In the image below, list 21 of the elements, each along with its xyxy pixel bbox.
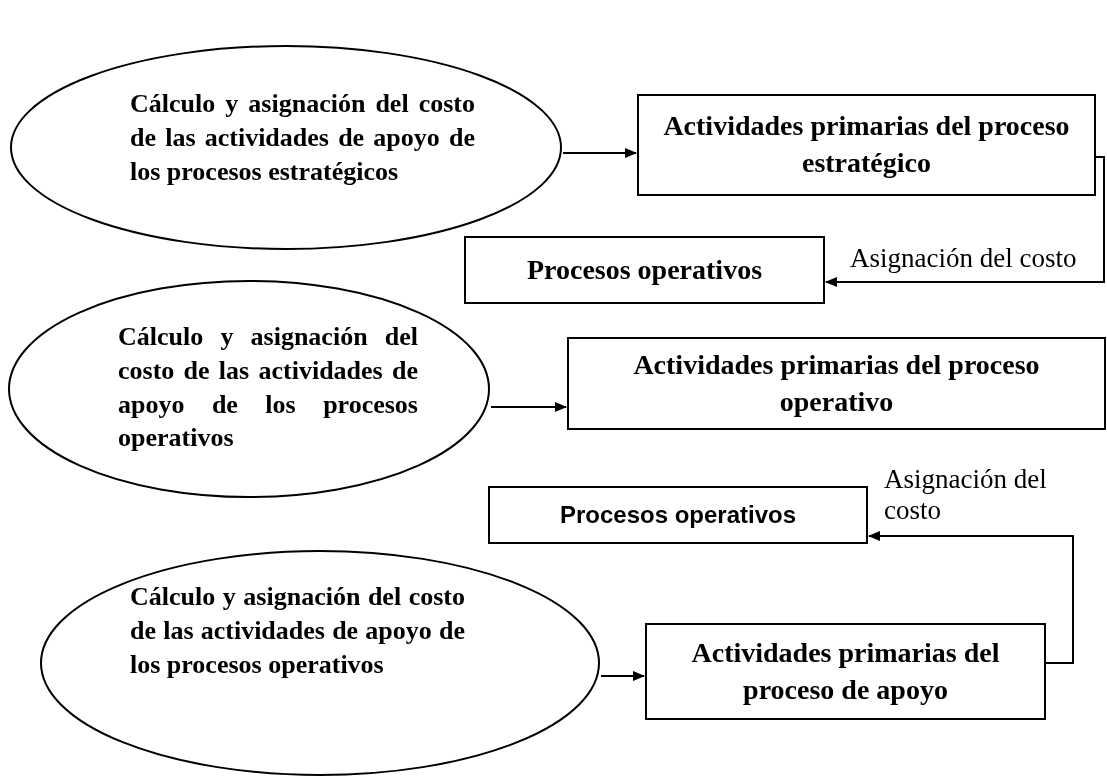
arrow (825, 156, 1105, 287)
process-ellipse (40, 550, 600, 776)
node-text: Cálculo y asignación del costo de las actividades de apoyo de los procesos operativos (130, 581, 465, 681)
node-text: Actividades primarias del proceso estratégico (662, 109, 1071, 180)
node-text: Cálculo y asignación del costo de las actividades de apoyo de los procesos estratégicos (130, 88, 475, 188)
process-box (567, 337, 1106, 430)
process-ellipse (10, 45, 562, 250)
arrow (490, 402, 567, 412)
node-text: Cálculo y asignación del costo de las actividades de apoyo de los procesos operativos (118, 321, 418, 455)
arrow (868, 531, 1074, 664)
arrow (600, 671, 645, 681)
process-ellipse (8, 280, 490, 498)
process-box (464, 236, 825, 304)
node-text: Procesos operativos (526, 252, 763, 287)
process-box (637, 94, 1096, 196)
node-text: Actividades primarias del proceso de apoyo (690, 635, 1001, 707)
process-box (645, 623, 1046, 720)
process-box (488, 486, 868, 544)
node-text: Procesos operativos (559, 500, 797, 531)
node-text: Actividades primarias del proceso operativo (632, 347, 1041, 419)
arrow (562, 148, 637, 158)
